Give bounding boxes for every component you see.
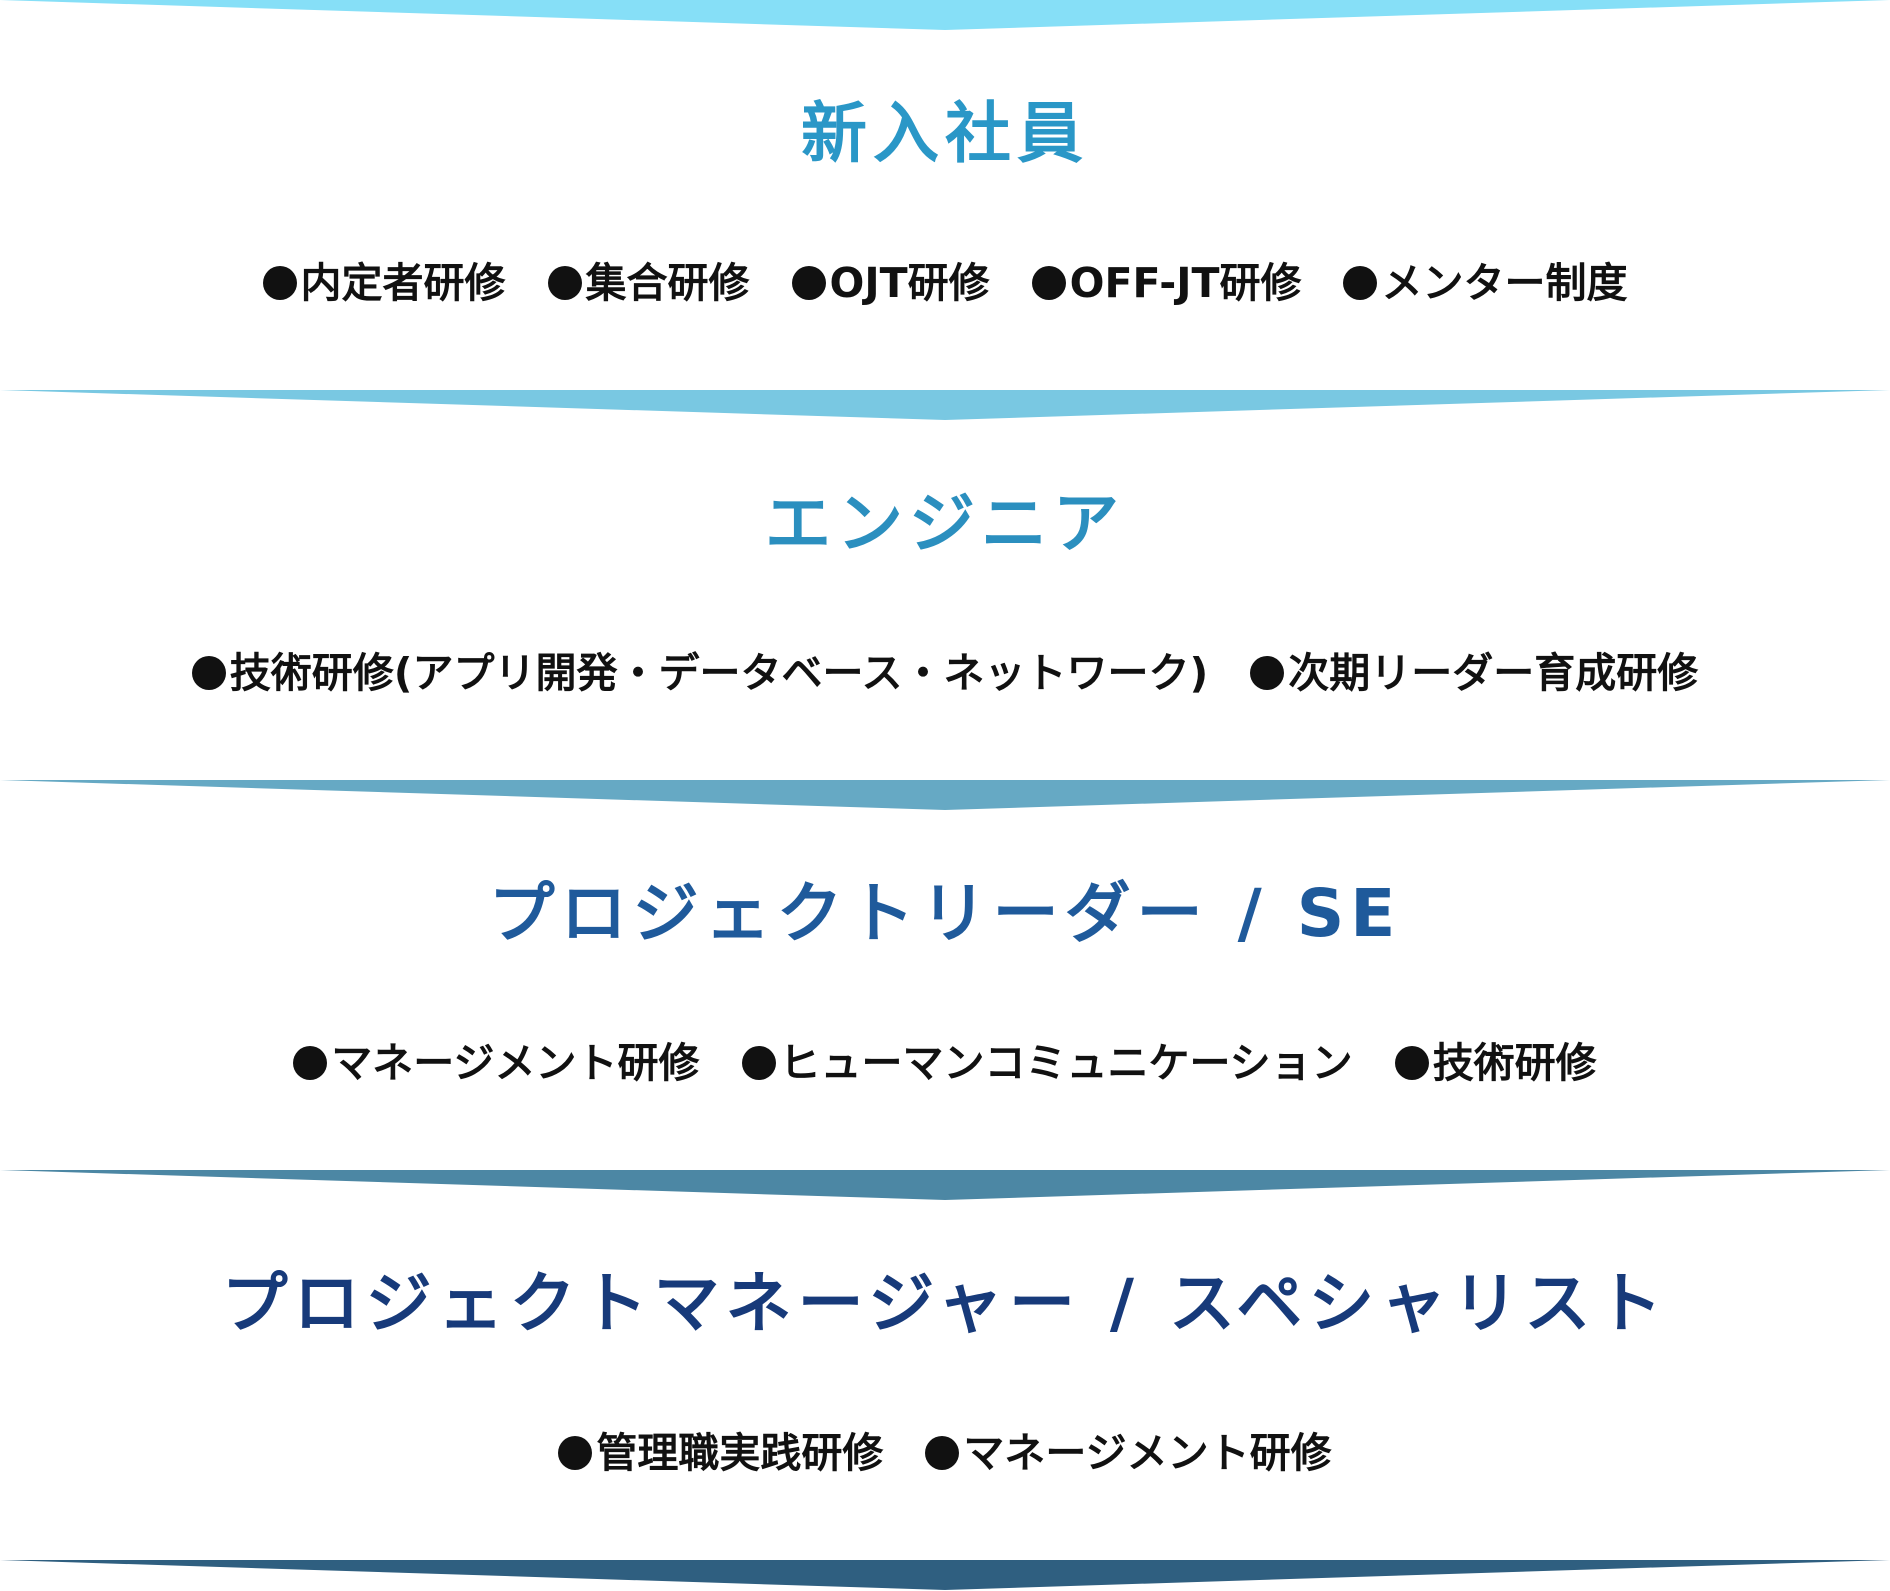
item-label: マネージメント研修 [331,1039,700,1087]
item-label: マネージメント研修 [963,1429,1332,1477]
item-label: メンター制度 [1381,259,1628,307]
bullet-icon [1394,1046,1429,1080]
level-items-project-leader: マネージメント研修 ヒューマンコミュニケーション 技術研修 [0,1038,1890,1088]
list-item: 技術研修 [1394,1038,1597,1088]
bullet-icon [741,1046,776,1080]
list-item: メンター制度 [1343,258,1627,308]
list-item: 次期リーダー育成研修 [1250,648,1698,698]
item-label: OFF-JT研修 [1069,259,1302,307]
bullet-icon [925,1436,960,1470]
bullet-icon [791,266,826,300]
list-item: マネージメント研修 [925,1428,1332,1478]
level-title-new-employee: 新入社員 [801,95,1089,172]
divider-chevron-shape [0,0,1890,30]
item-label: OJT研修 [829,259,990,307]
divider-chevron-shape [0,1170,1890,1200]
level-title-project-leader: プロジェクトリーダー / SE [488,875,1402,952]
bullet-icon [262,266,297,300]
divider-chevron-shape [0,1560,1890,1590]
divider-chevron [0,0,1890,30]
item-label: 技術研修 [1432,1039,1597,1087]
list-item: 内定者研修 [262,258,506,308]
item-label: 技術研修(アプリ開発・データベース・ネットワーク) [229,649,1209,697]
bullet-icon [1250,656,1285,690]
list-item: マネージメント研修 [293,1038,700,1088]
divider-chevron [0,1560,1890,1590]
item-label: 内定者研修 [300,259,506,307]
level-title-project-manager: プロジェクトマネージャー / スペシャリスト [221,1265,1669,1342]
item-label: 管理職実践研修 [596,1429,884,1477]
item-label: 次期リーダー育成研修 [1288,649,1699,697]
divider-chevron [0,390,1890,420]
level-items-engineer: 技術研修(アプリ開発・データベース・ネットワーク) 次期リーダー育成研修 [0,648,1890,698]
level-title-engineer: エンジニア [765,485,1125,562]
list-item: OJT研修 [791,258,990,308]
list-item: 技術研修(アプリ開発・データベース・ネットワーク) [191,648,1209,698]
bullet-icon [547,266,582,300]
list-item: 集合研修 [547,258,750,308]
item-label: 集合研修 [585,259,750,307]
bullet-icon [558,1436,593,1470]
list-item: ヒューマンコミュニケーション [741,1038,1353,1088]
bullet-icon [1031,266,1066,300]
level-items-project-manager: 管理職実践研修 マネージメント研修 [0,1428,1890,1478]
divider-chevron [0,1170,1890,1200]
bullet-icon [191,656,226,690]
bullet-icon [1343,266,1378,300]
list-item: 管理職実践研修 [558,1428,883,1478]
divider-chevron [0,780,1890,810]
item-label: ヒューマンコミュニケーション [779,1039,1353,1087]
divider-chevron-shape [0,780,1890,810]
level-items-new-employee: 内定者研修 集合研修 OJT研修 OFF-JT研修 メンター制度 [0,258,1890,308]
divider-chevron-shape [0,390,1890,420]
list-item: OFF-JT研修 [1031,258,1302,308]
bullet-icon [293,1046,328,1080]
